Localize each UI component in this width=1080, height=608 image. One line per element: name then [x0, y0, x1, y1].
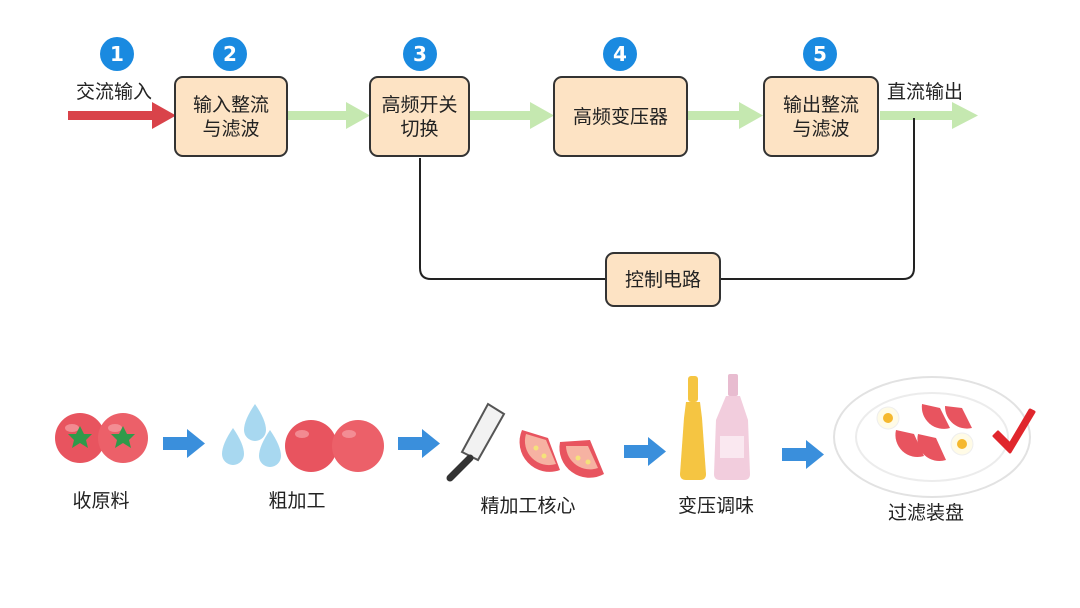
box-label-line1: 输出整流: [782, 93, 859, 116]
control-loop-line: [419, 118, 915, 280]
control-circuit-box: 控制电路: [605, 252, 721, 307]
arrow-3-4: [624, 437, 666, 466]
tomatoes-icon: [55, 413, 148, 463]
box-label-line2: 与滤波: [202, 117, 260, 140]
arrow-2-3: [398, 429, 440, 458]
knife-sliced-tomato-icon: [446, 402, 604, 482]
step-badge-4: 4: [603, 37, 637, 71]
plated-dish-icon: [833, 376, 1031, 498]
arrow-1-2: [163, 429, 205, 458]
stage-caption-2: 粗加工: [268, 490, 326, 512]
step-badge-5: 5: [803, 37, 837, 71]
ac-input-arrow: [68, 102, 176, 129]
control-circuit-label: 控制电路: [624, 268, 701, 291]
dc-output-arrow: [880, 102, 978, 129]
flow-arrow-3-4: [470, 102, 554, 129]
box-label-line1: 高频变压器: [572, 105, 668, 128]
checkmark-icon: [992, 408, 1036, 454]
input-rectifier-filter-box: 输入整流与滤波: [174, 76, 288, 157]
box-label-line2: 切换: [400, 117, 439, 140]
step-badge-3: 3: [403, 37, 437, 71]
arrow-4-5: [782, 440, 824, 469]
ac-input-label: 交流输入: [76, 81, 153, 103]
dc-output-label: 直流输出: [887, 81, 964, 103]
hf-transformer-box: 高频变压器: [553, 76, 688, 157]
box-label-line2: 与滤波: [792, 117, 850, 140]
water-drops-tomatoes-icon: [222, 404, 384, 472]
hf-switching-box: 高频开关切换: [369, 76, 470, 157]
stage-caption-3: 精加工核心: [480, 495, 576, 517]
box-label-line1: 高频开关: [381, 93, 458, 116]
step-badge-2: 2: [213, 37, 247, 71]
step-badge-1: 1: [100, 37, 134, 71]
seasoning-bottles-icon: [680, 374, 750, 480]
output-rectifier-filter-box: 输出整流与滤波: [763, 76, 879, 157]
flow-arrow-2-3: [288, 102, 370, 129]
stage-caption-1: 收原料: [72, 490, 130, 512]
flow-arrow-4-5: [688, 102, 763, 129]
stage-caption-5: 过滤装盘: [887, 502, 964, 524]
box-label-line1: 输入整流: [192, 93, 269, 116]
stage-caption-4: 变压调味: [677, 495, 754, 517]
